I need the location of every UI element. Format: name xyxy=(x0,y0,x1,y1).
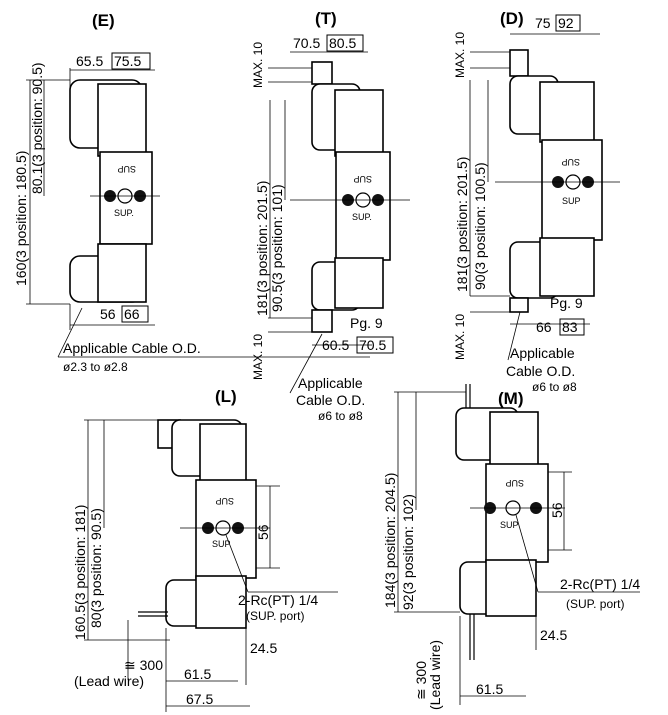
view-t-max-top: MAX. 10 xyxy=(251,42,265,88)
view-t-bottom-box: 70.5 xyxy=(359,337,386,353)
view-m-title: (M) xyxy=(498,389,523,408)
view-e-cable: Applicable Cable O.D. xyxy=(63,340,201,356)
view-d-pg: Pg. 9 xyxy=(550,295,583,311)
view-m-245: 24.5 xyxy=(540,627,567,643)
view-l-lead: ≅ 300 xyxy=(124,657,163,673)
view-d-height: 181(3 position: 201.5) xyxy=(454,157,470,292)
view-e-title: (E) xyxy=(92,11,115,30)
svg-text:SUP.: SUP. xyxy=(352,212,372,222)
view-d-cable-range: ø6 to ø8 xyxy=(532,380,577,394)
view-d-max-bot: MAX. 10 xyxy=(453,314,467,360)
view-d-max-top: MAX. 10 xyxy=(453,32,467,78)
view-l-56: 56 xyxy=(255,524,271,540)
view-t-width-box: 80.5 xyxy=(329,35,356,51)
view-d-bottom-box: 83 xyxy=(562,319,578,335)
view-e-width-box: 75.5 xyxy=(114,53,141,69)
view-m: (M) SUP SUP 184(3 position: 204.5) 92(3 … xyxy=(382,384,640,710)
svg-text:SUP: SUP xyxy=(117,164,136,174)
view-l-mid: 80(3 position: 90.5) xyxy=(88,508,104,628)
view-t-title: (T) xyxy=(315,9,337,28)
view-t-max-bot: MAX. 10 xyxy=(251,334,265,380)
view-l-port: 2-Rc(PT) 1/4 xyxy=(238,592,318,608)
view-m-lead: ≅ 300 xyxy=(413,661,429,700)
view-e-mid: 80.1(3 position: 90.5) xyxy=(29,62,45,194)
view-l-245: 24.5 xyxy=(250,640,277,656)
view-e-width: 65.5 xyxy=(76,53,103,69)
view-d-title: (D) xyxy=(500,9,524,28)
svg-text:SUP.: SUP. xyxy=(114,208,134,218)
view-l-title: (L) xyxy=(215,387,237,406)
view-d-bottom: 66 xyxy=(536,319,552,335)
svg-text:SUP: SUP xyxy=(505,478,524,488)
view-t-cable-2: Cable O.D. xyxy=(296,392,365,408)
view-l-lead-sub: (Lead wire) xyxy=(74,673,144,689)
view-t-cable-1: Applicable xyxy=(298,375,363,391)
view-t-pg: Pg. 9 xyxy=(350,315,383,331)
svg-text:SUP: SUP xyxy=(353,174,372,184)
view-l-height: 160.5(3 position: 181) xyxy=(72,505,88,640)
view-d-mid: 90(3 position: 100.5) xyxy=(472,162,488,290)
view-m-mid: 92(3 position: 102) xyxy=(400,494,416,610)
view-t-height: 181(3 position: 201.5) xyxy=(254,181,270,316)
view-d-cable-1: Applicable xyxy=(510,345,575,361)
svg-text:SUP: SUP xyxy=(561,157,580,167)
valve-body xyxy=(541,139,603,241)
view-m-lead-sub: (Lead wire) xyxy=(427,640,443,710)
view-d-width: 75 xyxy=(535,15,551,31)
view-d-cable-2: Cable O.D. xyxy=(506,363,575,379)
svg-text:SUP: SUP xyxy=(215,496,234,506)
view-e-bottom-box: 66 xyxy=(124,306,140,322)
view-m-615: 61.5 xyxy=(476,681,503,697)
view-d-width-box: 92 xyxy=(558,15,574,31)
view-t: (T) 70.5 80.5 MAX. 10 SUP SUP. 181(3 pos… xyxy=(251,9,410,423)
view-l-port-sub: (SUP. port) xyxy=(246,609,304,623)
view-m-port: 2-Rc(PT) 1/4 xyxy=(560,576,640,592)
svg-text:SUP: SUP xyxy=(500,520,519,530)
view-t-mid: 90.5(3 position: 101) xyxy=(269,184,285,312)
view-m-56: 56 xyxy=(549,502,565,518)
view-e-cable-range: ø2.3 to ø2.8 xyxy=(63,360,128,374)
view-e-bottom: 56 xyxy=(100,306,116,322)
view-m-height: 184(3 position: 204.5) xyxy=(382,473,398,608)
view-t-bottom: 60.5 xyxy=(322,337,349,353)
svg-text:SUP: SUP xyxy=(212,539,231,549)
view-d: (D) 75 92 MAX. 10 SUP SUP 181(3 position… xyxy=(453,9,620,394)
view-e: (E) 65.5 75.5 SUP SUP. 160(3 position: 1… xyxy=(13,11,370,374)
view-l: (L) SUP SUP 160.5(3 position: 181) 80(3 … xyxy=(72,387,338,712)
view-e-height: 160(3 position: 180.5) xyxy=(13,151,29,286)
view-l-675: 67.5 xyxy=(186,691,213,707)
view-m-port-sub: (SUP. port) xyxy=(566,597,624,611)
view-l-615: 61.5 xyxy=(184,666,211,682)
svg-text:SUP: SUP xyxy=(562,196,581,206)
view-t-width: 70.5 xyxy=(293,35,320,51)
view-t-cable-range: ø6 to ø8 xyxy=(318,409,363,423)
